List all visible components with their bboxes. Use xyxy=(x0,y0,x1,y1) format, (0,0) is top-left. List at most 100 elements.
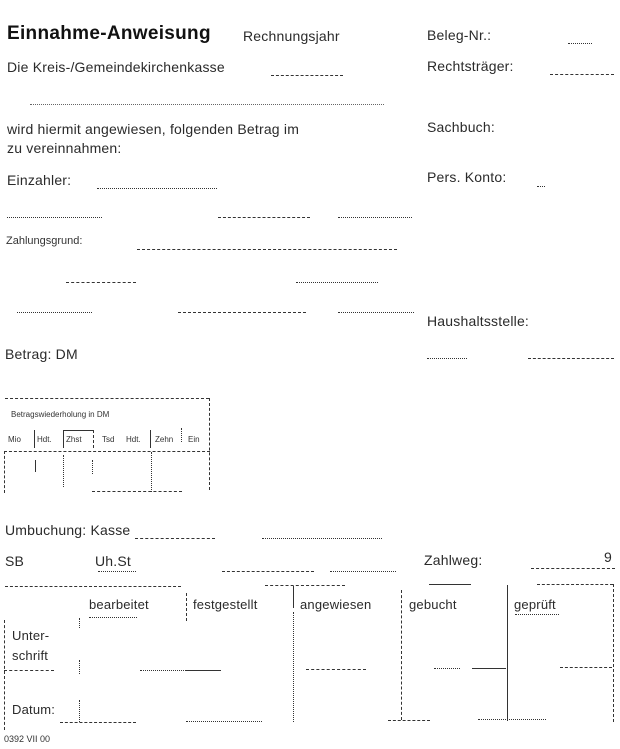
fiscal-year-label: Rechnungsjahr xyxy=(243,28,340,44)
sig-table-top-border-c xyxy=(429,584,471,585)
sb-field-line[interactable] xyxy=(98,571,136,572)
sig-header-underline xyxy=(89,617,137,618)
amount-table-bottom-border xyxy=(92,491,182,492)
payer-line-2c[interactable] xyxy=(338,217,412,218)
amount-table-header-bottom xyxy=(4,451,210,452)
sig-row-divider xyxy=(185,670,221,671)
date-cell-geprueft[interactable] xyxy=(508,672,612,720)
payment-method-value[interactable]: 9 xyxy=(604,549,612,565)
sig-header-underline xyxy=(515,614,559,615)
amount-col-divider xyxy=(150,430,151,448)
sig-table-right-border xyxy=(613,584,614,722)
sig-col-divider xyxy=(507,585,508,721)
amount-col-zehn: Zehn xyxy=(155,435,174,444)
sig-row-divider xyxy=(560,667,612,668)
cash-office-field-line[interactable] xyxy=(271,75,343,76)
amount-table-right-border xyxy=(209,398,210,490)
amount-label: Betrag: DM xyxy=(5,346,78,362)
sig-row-label-divider xyxy=(79,700,80,722)
sig-col-bearbeitet: bearbeitet xyxy=(89,597,149,612)
signature-cell-bearbeitet[interactable] xyxy=(80,620,186,668)
amount-col-top xyxy=(63,430,93,431)
sig-row-label-divider xyxy=(79,618,80,628)
sig-row-divider xyxy=(4,670,54,671)
uh-st-field-line[interactable] xyxy=(222,571,314,572)
instruction-line-1: wird hiermit angewiesen, folgenden Betra… xyxy=(7,121,300,137)
signature-cell-gebucht[interactable] xyxy=(402,620,506,668)
amount-col-divider xyxy=(181,428,182,442)
sig-col-divider xyxy=(401,590,402,720)
amount-col-divider xyxy=(93,430,94,448)
sig-col-gebucht: gebucht xyxy=(409,597,457,612)
legal-entity-label: Rechtsträger: xyxy=(427,58,514,74)
sig-col-divider xyxy=(293,586,294,608)
amount-col-mio: Mio xyxy=(8,435,21,444)
form-title: Einnahme-Anweisung xyxy=(7,23,211,44)
sig-row-label-signature-2: schrift xyxy=(12,648,49,663)
signature-cell-geprueft[interactable] xyxy=(508,620,612,668)
amount-cell-divider xyxy=(151,452,152,492)
sig-col-geprueft: geprüft xyxy=(514,597,556,612)
payment-method-label: Zahlweg: xyxy=(424,552,483,568)
payment-method-field-line[interactable] xyxy=(531,568,615,569)
payer-line-2a[interactable] xyxy=(7,217,102,218)
sig-row-label-signature-1: Unter- xyxy=(12,628,50,643)
budget-item-label: Haushaltsstelle: xyxy=(427,313,530,329)
amount-col-ein: Ein xyxy=(188,435,200,444)
amount-table-top-border xyxy=(5,398,209,399)
cash-office-label: Die Kreis-/Gemeindekirchenkasse xyxy=(7,59,225,75)
sig-row-divider xyxy=(434,668,460,669)
form-code: 0392 VII 00 xyxy=(4,734,51,744)
legal-entity-field-line[interactable] xyxy=(550,74,614,75)
personal-account-label: Pers. Konto: xyxy=(427,169,507,185)
cash-office-continuation-line[interactable] xyxy=(30,104,384,105)
sig-row-divider xyxy=(140,670,184,671)
date-cell-festgestellt[interactable] xyxy=(187,672,292,720)
sb-label: SB xyxy=(5,553,25,569)
payment-reason-line-2b[interactable] xyxy=(296,282,378,283)
sig-col-festgestellt: festgestellt xyxy=(193,597,258,612)
payment-reason-line-2a[interactable] xyxy=(66,282,136,283)
date-cell-gebucht[interactable] xyxy=(402,672,506,720)
payer-field-line[interactable] xyxy=(97,188,217,189)
amount-cell-divider xyxy=(35,460,36,472)
payer-line-2b[interactable] xyxy=(218,217,310,218)
sig-row-label-divider xyxy=(79,660,80,674)
amount-col-hdt: Hdt. xyxy=(126,435,141,444)
receipt-no-field-line[interactable] xyxy=(568,43,592,44)
signature-cell-festgestellt[interactable] xyxy=(187,620,292,668)
signature-cell-angewiesen[interactable] xyxy=(294,620,400,668)
sig-col-angewiesen: angewiesen xyxy=(300,597,372,612)
date-cell-bearbeitet[interactable] xyxy=(80,672,186,720)
amount-cell-divider xyxy=(63,455,64,487)
sig-table-left-border xyxy=(4,620,5,730)
sig-table-bottom-border xyxy=(388,720,430,721)
payment-reason-line-3c[interactable] xyxy=(338,312,414,313)
amount-col-hdt-mio: Hdt. xyxy=(37,435,52,444)
personal-account-field-line[interactable] xyxy=(537,186,545,187)
budget-item-line-b[interactable] xyxy=(528,358,614,359)
payment-reason-line-1[interactable] xyxy=(137,249,397,250)
rebooking-label: Umbuchung: Kasse xyxy=(5,522,131,538)
budget-item-line-a[interactable] xyxy=(427,358,467,359)
sig-table-bottom-border xyxy=(186,721,262,722)
instruction-line-2: zu vereinnahmen: xyxy=(7,140,122,156)
payment-reason-line-3a[interactable] xyxy=(17,312,92,313)
sig-col-divider xyxy=(293,612,294,722)
amount-cell-divider xyxy=(92,460,93,474)
amount-col-divider xyxy=(34,430,35,448)
payment-reason-line-3b[interactable] xyxy=(178,312,306,313)
uh-st-field-line-b[interactable] xyxy=(330,571,396,572)
amount-repeat-input[interactable] xyxy=(5,452,209,490)
payment-reason-label: Zahlungsgrund: xyxy=(6,235,83,247)
uh-st-label: Uh.St xyxy=(95,553,132,569)
sig-row-divider xyxy=(306,669,366,670)
amount-table-title: Betragswiederholung in DM xyxy=(11,410,110,419)
sig-row-divider xyxy=(472,668,506,669)
amount-col-divider xyxy=(63,430,64,448)
ledger-label: Sachbuch: xyxy=(427,119,495,135)
date-cell-angewiesen[interactable] xyxy=(294,672,400,720)
rebooking-field-line-a[interactable] xyxy=(135,538,215,539)
amount-col-zhst: Zhst xyxy=(66,435,82,444)
rebooking-field-line-b[interactable] xyxy=(262,538,382,539)
